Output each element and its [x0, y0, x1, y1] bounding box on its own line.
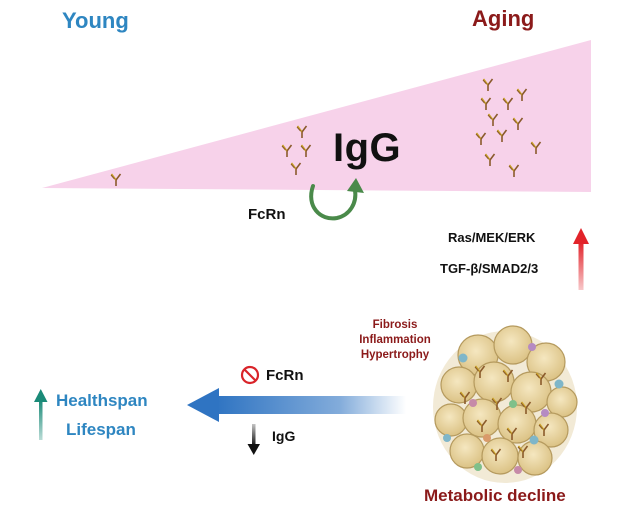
pathology-list: Fibrosis Inflammation Hypertrophy — [350, 318, 440, 363]
fcrn-blocked-label: FcRn — [266, 367, 304, 384]
adipose-tissue-icon — [433, 325, 578, 483]
pathology-hypertrophy: Hypertrophy — [360, 349, 430, 361]
igg-down-arrow — [247, 424, 260, 455]
pathway-ras-label: Ras/MEK/ERK — [448, 230, 536, 245]
igg-decrease-label: IgG — [272, 428, 296, 444]
igg-title: IgG — [333, 126, 402, 170]
metabolic-decline-label: Metabolic decline — [424, 486, 566, 505]
prohibit-icon — [240, 365, 260, 385]
age-wedge — [42, 40, 591, 192]
lifespan-label: Lifespan — [66, 420, 136, 439]
aging-label: Aging — [472, 6, 535, 31]
upregulation-arrow — [573, 228, 589, 290]
healthspan-label: Healthspan — [56, 391, 148, 410]
young-label: Young — [62, 8, 129, 33]
pathology-fibrosis: Fibrosis — [372, 319, 418, 331]
pathway-tgf-label: TGF-β/SMAD2/3 — [440, 261, 539, 276]
recycle-arrow-icon — [309, 178, 364, 221]
pathology-inflammation: Inflammation — [359, 334, 431, 346]
intervention-arrow — [187, 388, 406, 422]
fcrn-recycling-label: FcRn — [248, 206, 286, 223]
healthspan-up-arrow — [34, 389, 48, 440]
